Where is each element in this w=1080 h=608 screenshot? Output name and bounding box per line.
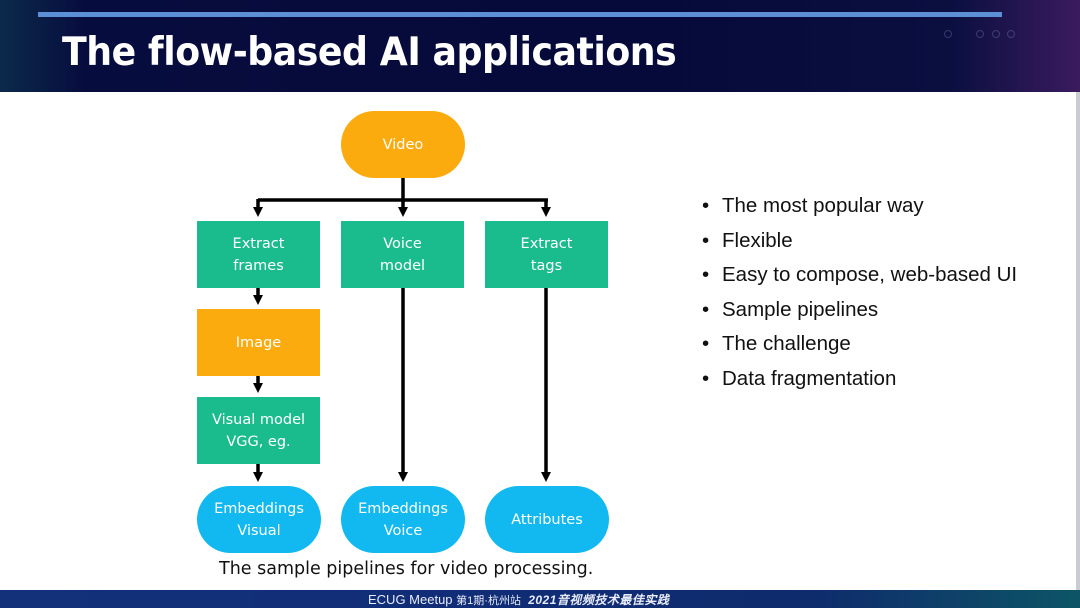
bullet-text: Data fragmentation xyxy=(722,366,897,390)
bullet-text: The most popular way xyxy=(722,194,924,217)
dot-icon xyxy=(992,30,1000,38)
node-label-line: Embeddings xyxy=(358,500,448,517)
bullet-icon: • xyxy=(702,332,710,355)
slide-title: The flow-based AI applications xyxy=(62,30,677,75)
bullet-item: • The challenge xyxy=(700,332,1017,367)
bullet-item: • The most popular way xyxy=(700,194,1017,229)
bullet-icon: • xyxy=(702,228,710,252)
node-attributes-label: Attributes xyxy=(511,511,583,528)
node-video-label: Video xyxy=(382,136,424,153)
node-extract-tags: Extract tags xyxy=(485,221,608,288)
accent-bar xyxy=(38,12,1002,17)
node-label-line: Extract xyxy=(232,235,285,252)
bullet-item: • Sample pipelines xyxy=(700,298,1017,333)
node-label-line: frames xyxy=(233,257,284,274)
footer-theme: 2021音视频技术最佳实践 xyxy=(528,593,670,607)
node-label-line: Voice xyxy=(383,522,423,539)
footer-event: ECUG Meetup xyxy=(368,592,453,607)
node-label-line: model xyxy=(379,257,426,274)
dot-icon xyxy=(976,30,984,38)
bullet-list: • The most popular way • Flexible • Easy to… xyxy=(700,194,1017,401)
footer-session: 第1期·杭州站 xyxy=(456,595,521,607)
node-voice-model: Voice model xyxy=(341,221,464,288)
slide-header: The flow-based AI applications xyxy=(0,0,1080,92)
bullet-text: Flexible xyxy=(722,228,793,252)
bullet-item: • Flexible xyxy=(700,229,1017,264)
bullet-icon: • xyxy=(702,263,710,286)
bullet-item: • Easy to compose, web-based UI xyxy=(700,263,1017,298)
node-video: Video xyxy=(341,111,465,178)
node-image: Image xyxy=(197,309,320,376)
bullet-text: Sample pipelines xyxy=(722,297,879,321)
node-image-label: Image xyxy=(235,334,282,351)
bullet-item: • Data fragmentation xyxy=(700,367,1017,402)
node-label-line: Visual xyxy=(237,522,281,539)
dot-icon xyxy=(1007,30,1015,38)
footer-banner: ECUG Meetup 第1期·杭州站 2021音视频技术最佳实践 xyxy=(368,591,669,608)
node-label-line: VGG, eg. xyxy=(226,433,291,450)
node-label-line: Voice xyxy=(383,235,422,252)
bullet-text: Easy to compose, web-based UI xyxy=(722,263,1018,286)
bullet-icon: • xyxy=(702,366,710,390)
bullet-icon: • xyxy=(702,194,710,217)
content-edge xyxy=(1076,92,1080,590)
bullet-text: The challenge xyxy=(722,332,851,355)
node-extract-frames: Extract frames xyxy=(197,221,320,288)
node-label-line: Embeddings xyxy=(214,500,304,517)
node-label-line: tags xyxy=(530,257,563,274)
dot-icon xyxy=(944,30,952,38)
node-label-line: Visual model xyxy=(211,411,306,428)
diagram-caption: The sample pipelines for video processin… xyxy=(219,559,594,579)
node-label-line: Extract xyxy=(520,235,573,252)
bullet-icon: • xyxy=(702,297,710,321)
slide-footer: ECUG Meetup 第1期·杭州站 2021音视频技术最佳实践 xyxy=(0,590,1080,608)
node-attributes: Attributes xyxy=(485,486,609,553)
